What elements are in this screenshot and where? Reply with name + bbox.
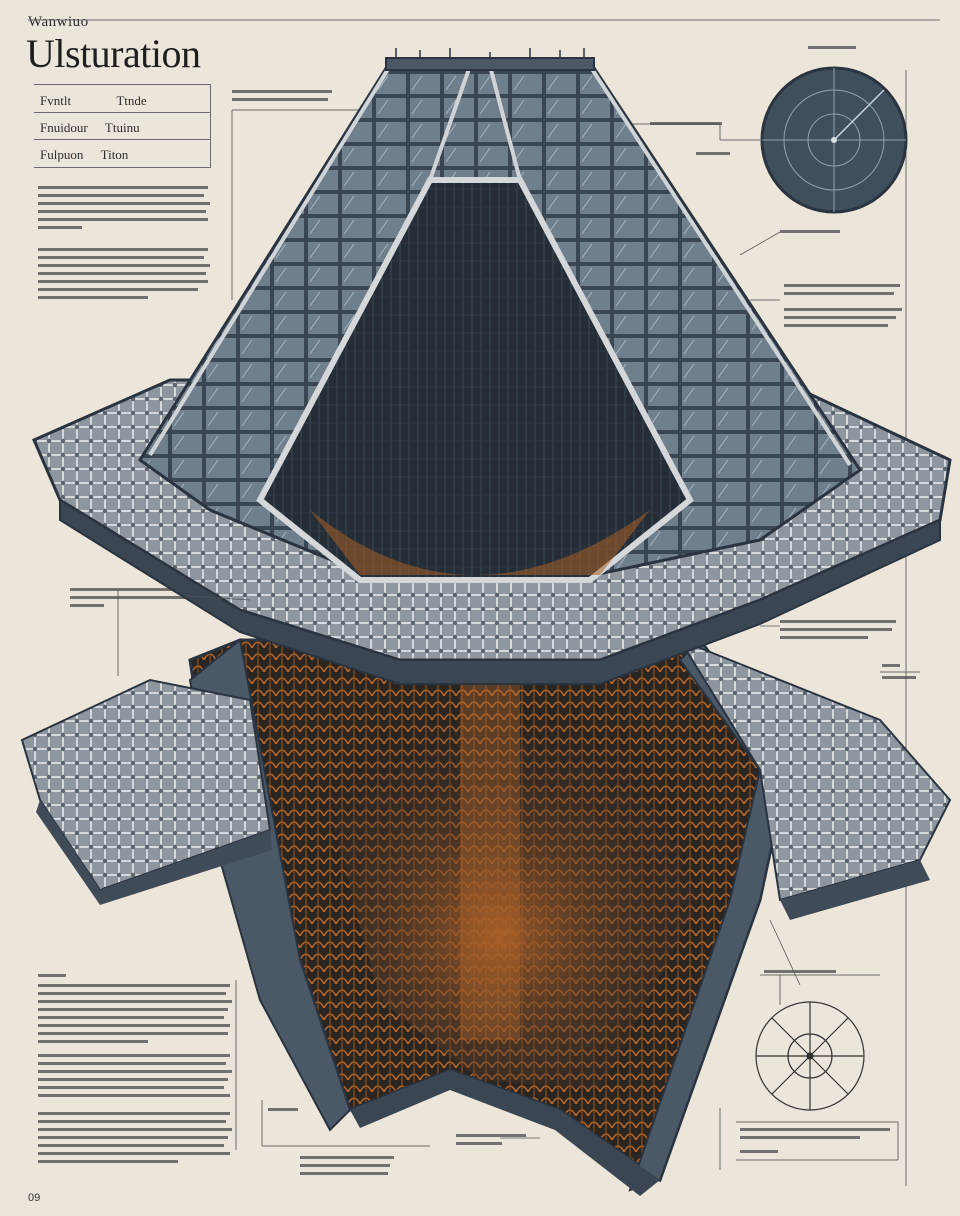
spec-divider (34, 112, 210, 113)
lower-inverted-structure (20, 637, 952, 1196)
spec-table: Fvntlt Ttnde Fnuidour Ttuinu Fulpuon Tit… (34, 84, 211, 168)
spec-row-2-label: Fnuidour (40, 120, 88, 135)
spec-row-2-value: Ttuinu (104, 120, 140, 135)
spec-row-1-value: Ttnde (116, 93, 147, 108)
spec-row-3-value: Titon (100, 147, 129, 162)
page-number: 09 (28, 1192, 41, 1204)
upper-pyramid (137, 48, 863, 583)
spec-row-1: Fvntlt Ttnde (40, 93, 147, 109)
spec-row-2: Fnuidour Ttuinu (40, 120, 140, 136)
spec-divider (34, 139, 210, 140)
spec-row-3: Fulpuon Titon (40, 147, 128, 163)
radar-dial (760, 66, 908, 214)
title-kicker: Wanwiuo (28, 14, 89, 30)
spec-row-3-label: Fulpuon (40, 147, 84, 162)
leader-lines (189, 231, 801, 1139)
right-annotations (232, 46, 916, 1175)
left-text-columns (38, 186, 232, 1163)
compass-diagram (755, 1001, 865, 1111)
spec-row-1-label: Fvntlt (40, 93, 72, 108)
title-main: Ulsturation (26, 31, 201, 76)
